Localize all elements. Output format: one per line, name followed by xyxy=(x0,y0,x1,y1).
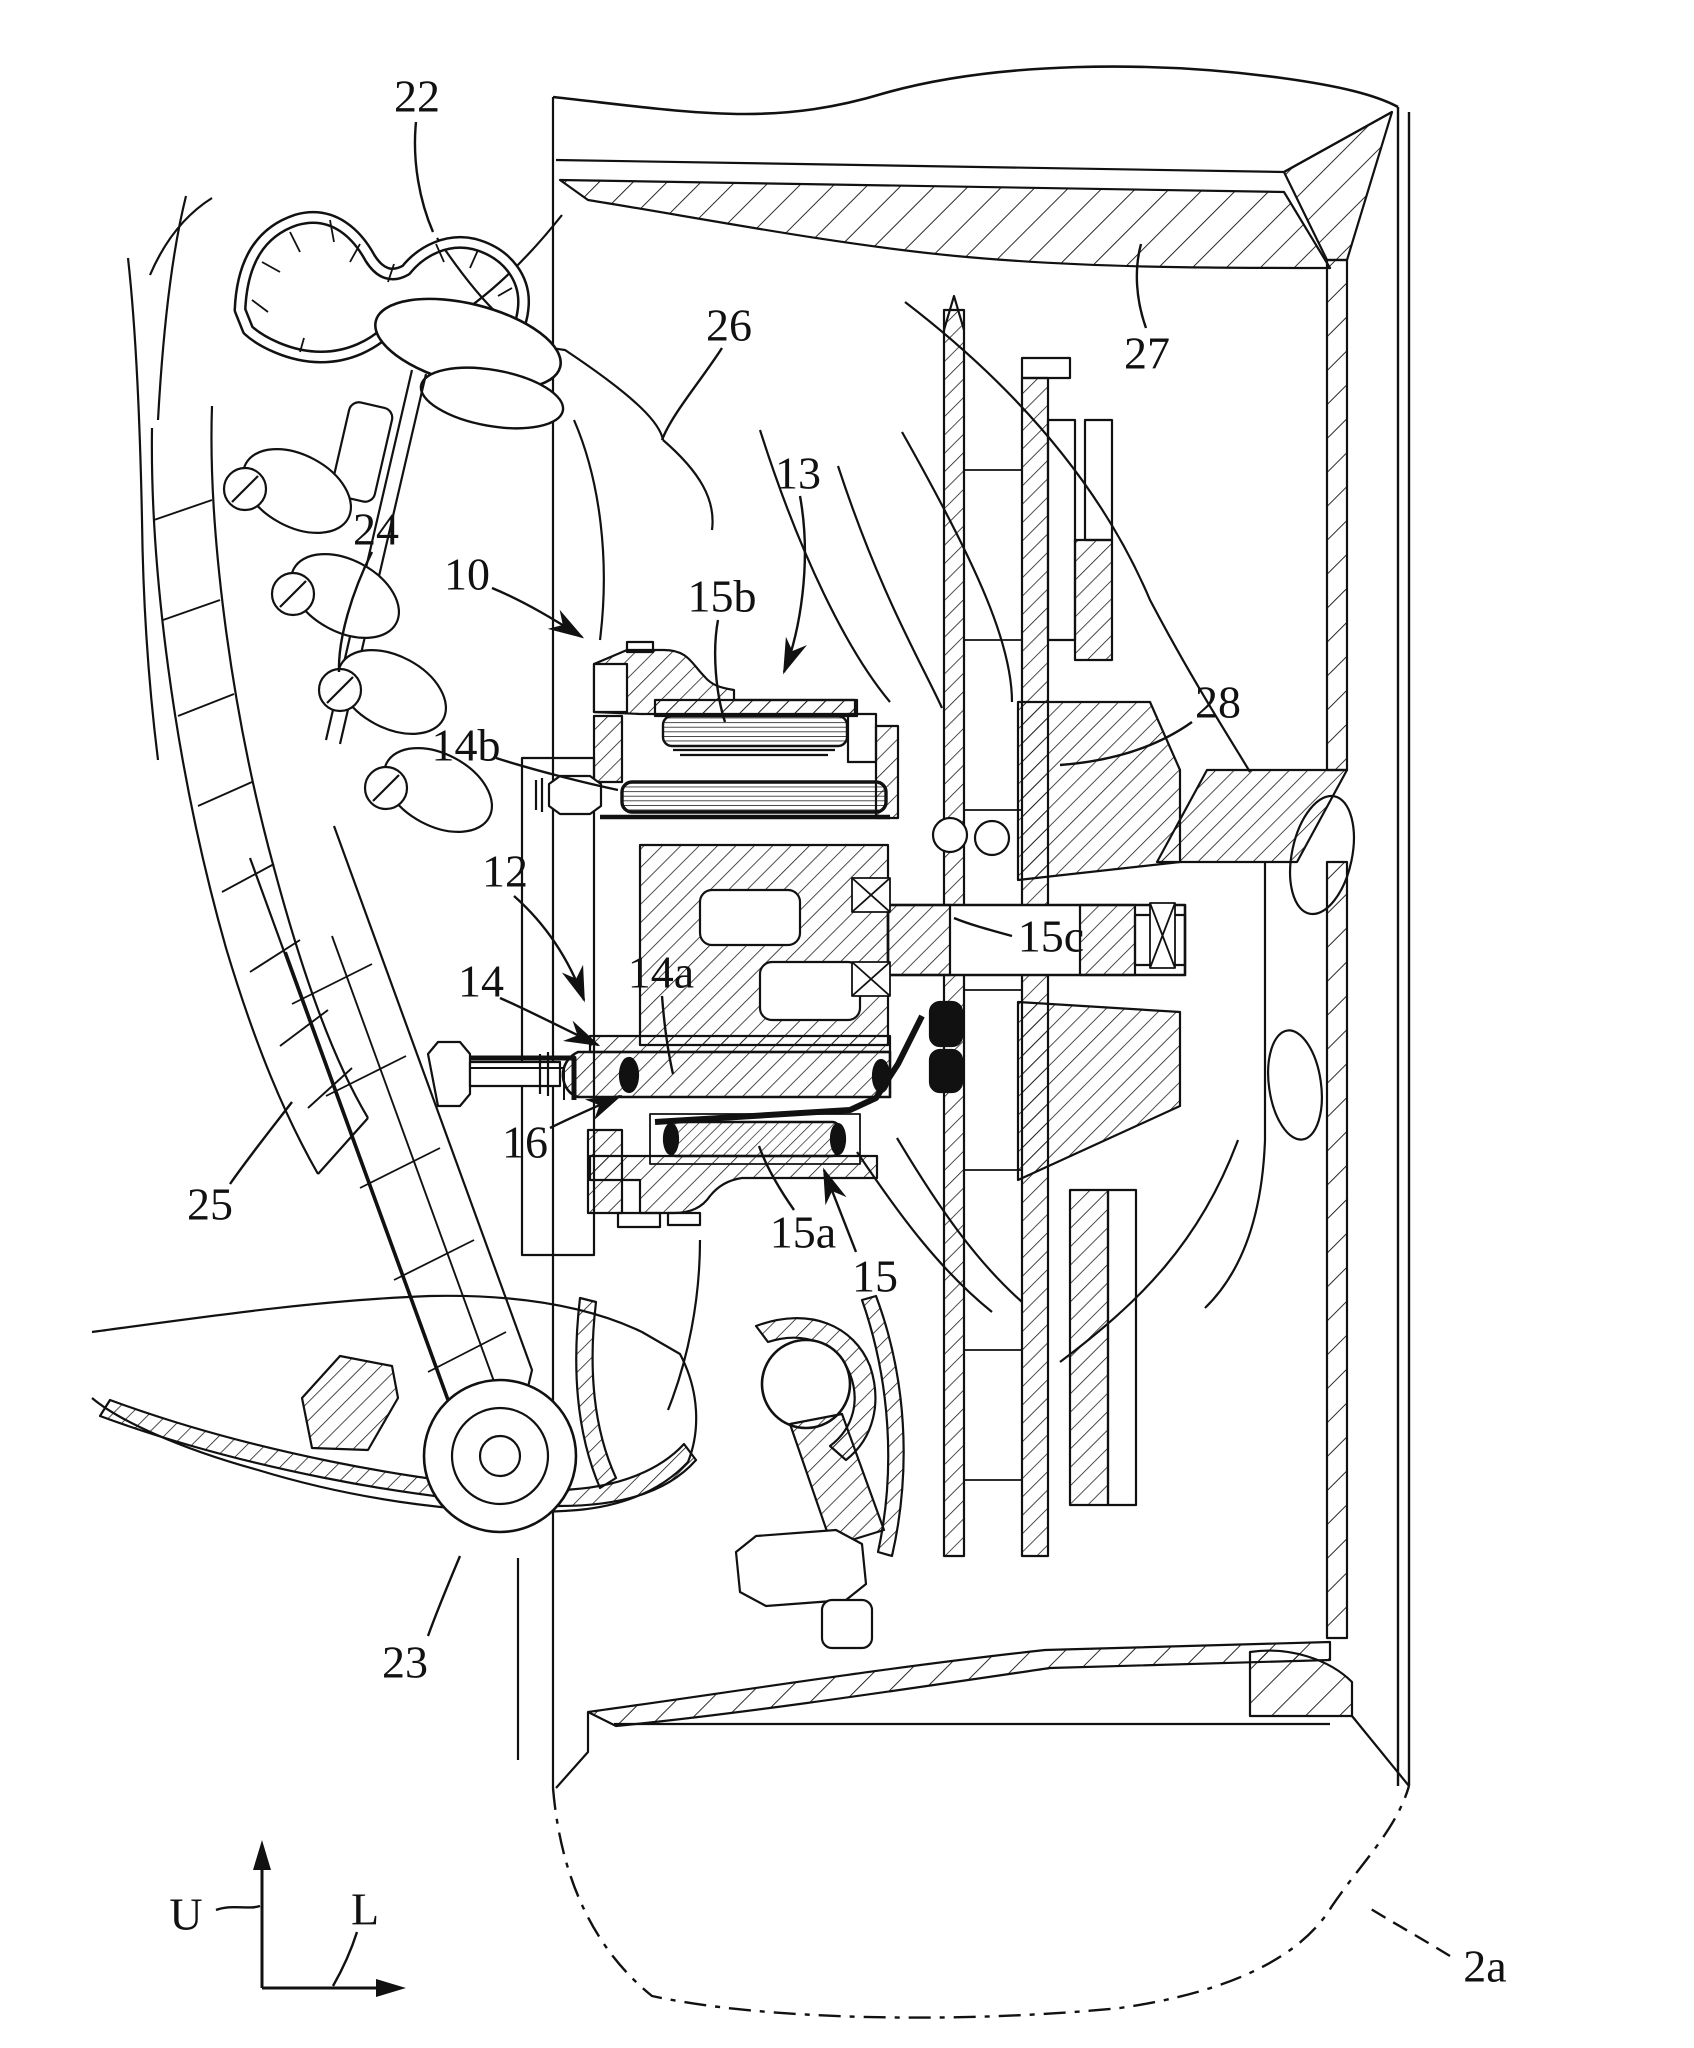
in-wheel-motor xyxy=(426,640,925,1257)
leader-28 xyxy=(1059,721,1193,767)
leader-16 xyxy=(549,1094,623,1130)
top-mount xyxy=(233,211,565,745)
shock-absorber xyxy=(248,825,534,1437)
leader-2a xyxy=(1365,1904,1451,1958)
ref-label-L: L xyxy=(351,1884,379,1935)
leader-23 xyxy=(426,1555,462,1637)
axes-legend xyxy=(253,1840,406,1997)
leader-14b xyxy=(495,756,619,792)
ball-joint xyxy=(734,1317,886,1650)
lower-arm xyxy=(91,1239,905,1760)
leader-14 xyxy=(499,996,601,1047)
arm-wedge xyxy=(300,1354,400,1452)
motor-bottom-cover xyxy=(588,1154,879,1215)
leader-12 xyxy=(513,895,586,1003)
ref-label-15b: 15b xyxy=(688,571,757,622)
bump-stop xyxy=(330,401,394,503)
coil-spring xyxy=(150,405,494,1175)
stator-winding-lower xyxy=(666,1120,842,1158)
ref-label-13: 13 xyxy=(775,448,821,499)
leader-26 xyxy=(660,347,724,441)
leader-15c xyxy=(953,916,1013,938)
hub-upper xyxy=(1016,700,1182,882)
ref-label-24: 24 xyxy=(353,504,399,555)
hub-lower xyxy=(1016,1000,1182,1182)
disc-vanes xyxy=(964,469,1022,1481)
labels-layer: 22 26 27 13 24 10 15b 28 14b 12 15c 14a 14 16 25 15a 15 2… xyxy=(169,71,1506,1992)
leader-27 xyxy=(1135,243,1148,329)
motor-bolt-upper xyxy=(534,774,603,816)
ref-label-U: U xyxy=(169,1889,202,1940)
wheel-rim xyxy=(551,65,1411,1789)
motor-bolt-lower xyxy=(426,1040,577,1108)
ref-label-14b: 14b xyxy=(432,720,501,771)
ref-label-27: 27 xyxy=(1124,328,1170,379)
leader-14a xyxy=(660,995,675,1075)
leader-15a xyxy=(757,1145,795,1211)
bearing-box xyxy=(851,877,1176,997)
leader-25 xyxy=(229,1101,293,1185)
leader-15 xyxy=(822,1167,858,1253)
leader-L xyxy=(331,1931,359,1987)
strut-spiral xyxy=(291,963,507,1373)
leader-U xyxy=(215,1904,261,1912)
knuckle-plate xyxy=(520,756,596,1257)
toe-link-band xyxy=(860,1294,905,1558)
leader-22 xyxy=(413,121,435,233)
ref-label-12: 12 xyxy=(482,846,528,897)
ref-label-15c: 15c xyxy=(1018,911,1084,962)
spring-rungs xyxy=(153,499,353,1109)
rotor-upper xyxy=(620,780,888,814)
ref-label-26: 26 xyxy=(706,300,752,351)
hub-and-axle xyxy=(638,700,1187,1182)
leader-24 xyxy=(337,551,374,673)
ref-label-2a: 2a xyxy=(1463,1941,1506,1992)
tire-outline xyxy=(551,1785,1411,2019)
ref-label-25: 25 xyxy=(187,1179,233,1230)
stator-winding-upper xyxy=(661,714,849,748)
ref-label-15a: 15a xyxy=(770,1207,836,1258)
ref-label-14: 14 xyxy=(458,956,504,1007)
ref-label-23: 23 xyxy=(382,1637,428,1688)
ref-label-14a: 14a xyxy=(628,947,694,998)
leader-10 xyxy=(491,586,585,639)
motor-shaft xyxy=(561,1050,892,1099)
leader-15b xyxy=(713,619,727,723)
ref-label-22: 22 xyxy=(394,71,440,122)
ref-label-28: 28 xyxy=(1195,677,1241,728)
ref-label-15: 15 xyxy=(852,1251,898,1302)
ref-label-16: 16 xyxy=(502,1117,548,1168)
motor-top-cover xyxy=(592,648,857,716)
spring-screws xyxy=(222,448,494,833)
leader-13 xyxy=(782,495,807,675)
ref-label-10: 10 xyxy=(444,549,490,600)
